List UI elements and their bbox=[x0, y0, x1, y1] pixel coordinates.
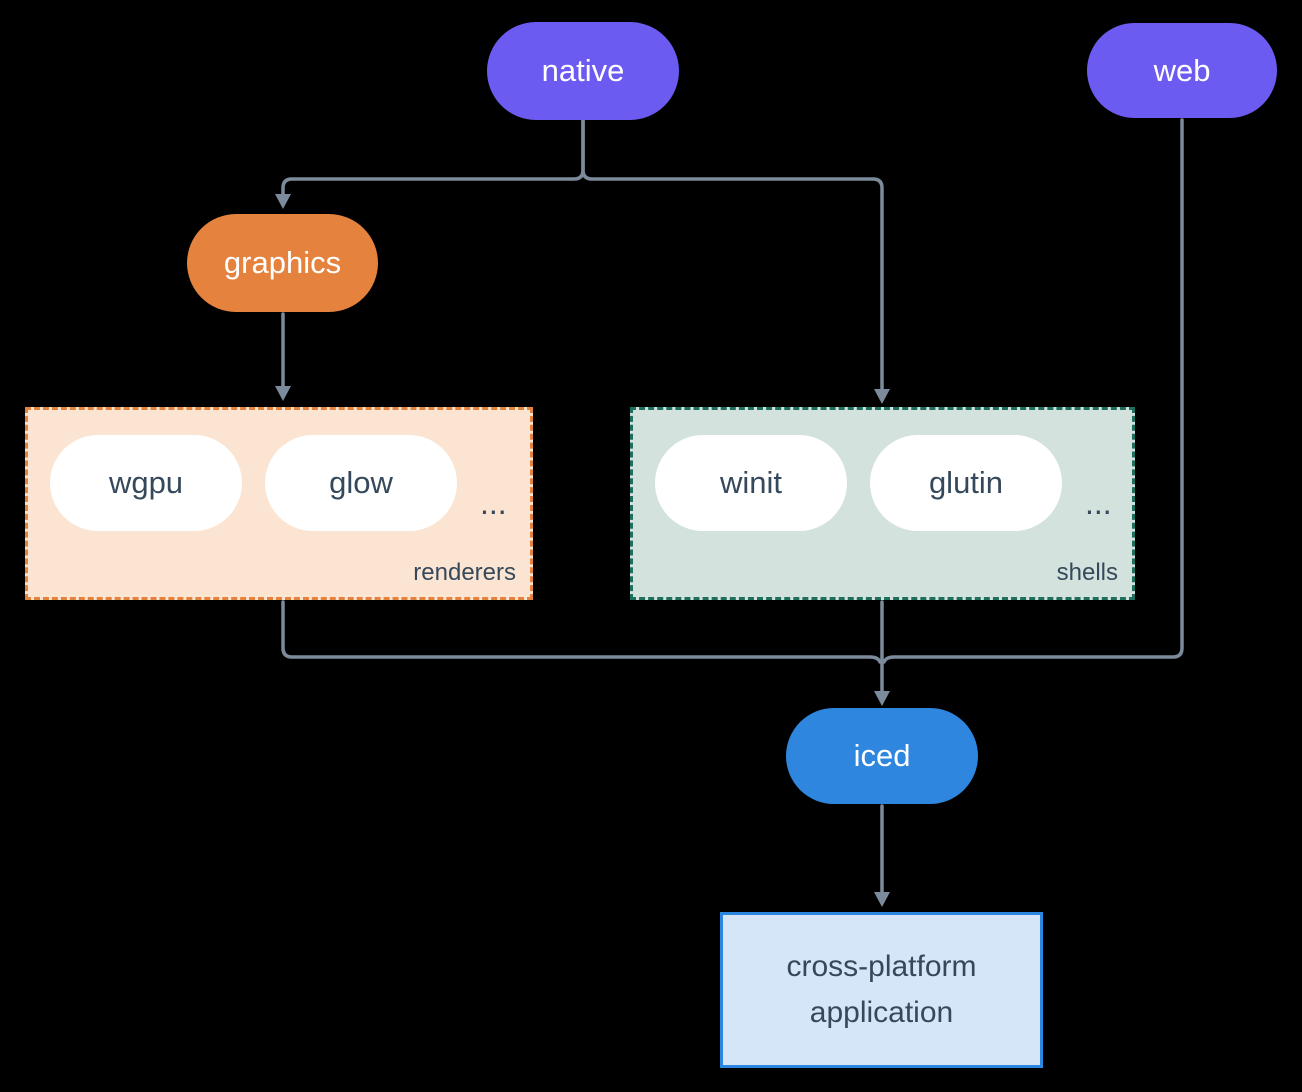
arrowhead-shells-icon bbox=[874, 389, 890, 404]
edge-native-to-graphics bbox=[281, 116, 585, 196]
arrowhead-graphics-icon bbox=[275, 194, 291, 209]
shells-group-label: shells bbox=[1056, 559, 1118, 586]
group-shells: winit glutin ... shells bbox=[630, 407, 1135, 600]
node-winit: winit bbox=[655, 435, 847, 531]
edge-renderers-to-merge bbox=[281, 600, 882, 664]
node-glutin-label: glutin bbox=[928, 465, 1004, 500]
node-web: web bbox=[1087, 23, 1277, 118]
shells-ellipsis: ... bbox=[1085, 484, 1112, 521]
renderers-group-label: renderers bbox=[413, 559, 516, 586]
group-renderers: wgpu glow ... renderers bbox=[25, 407, 533, 600]
node-graphics: graphics bbox=[187, 214, 378, 312]
node-iced: iced bbox=[786, 708, 978, 804]
node-glow-label: glow bbox=[329, 465, 393, 500]
node-cross-platform-application: cross-platform application bbox=[720, 912, 1043, 1068]
node-glow: glow bbox=[265, 435, 457, 531]
arrowhead-iced-icon bbox=[874, 691, 890, 706]
edge-web-to-merge bbox=[882, 118, 1184, 664]
renderers-ellipsis: ... bbox=[480, 484, 507, 521]
node-wgpu-label: wgpu bbox=[108, 465, 184, 500]
edge-native-to-shells bbox=[581, 116, 884, 391]
node-app-label: cross-platform application bbox=[786, 949, 977, 1030]
arrowhead-renderers-icon bbox=[275, 386, 291, 401]
node-wgpu: wgpu bbox=[50, 435, 242, 531]
node-graphics-label: graphics bbox=[223, 245, 342, 280]
node-winit-label: winit bbox=[719, 465, 782, 500]
arrowhead-app-icon bbox=[874, 892, 890, 907]
node-iced-label: iced bbox=[853, 738, 911, 773]
node-web-label: web bbox=[1153, 52, 1211, 88]
node-native-label: native bbox=[541, 53, 625, 88]
node-native: native bbox=[487, 22, 679, 120]
node-glutin: glutin bbox=[870, 435, 1062, 531]
